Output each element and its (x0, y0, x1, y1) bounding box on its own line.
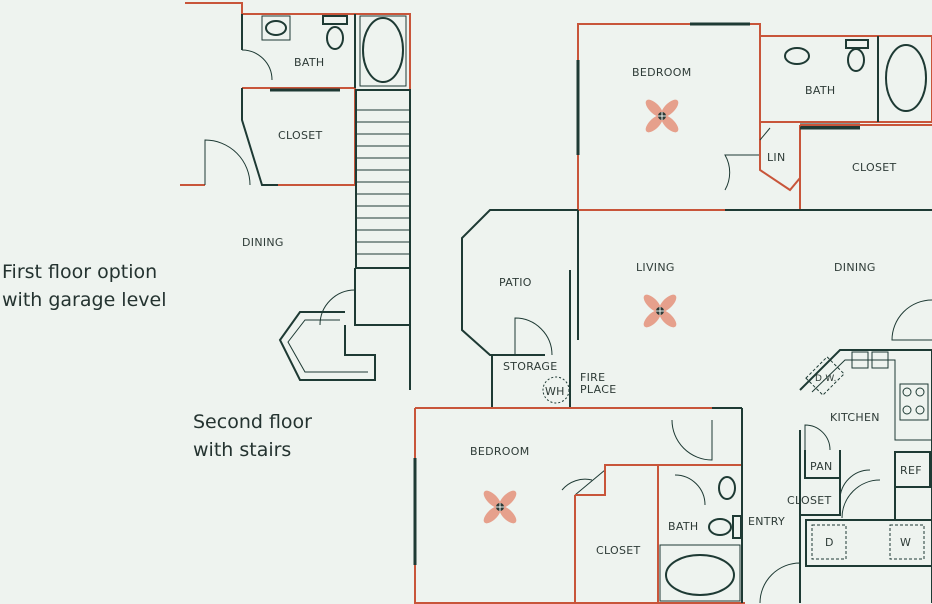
toilet-icon (732, 515, 742, 539)
ref-box (894, 451, 931, 488)
label-lin: LIN (767, 151, 786, 164)
label-living: LIVING (636, 261, 675, 274)
label-wh: WH (545, 385, 565, 398)
toilet-icon (847, 48, 865, 72)
bathtub-icon (665, 554, 735, 596)
patio-wall (461, 209, 578, 356)
label-dw: D.W. (815, 374, 837, 384)
door-swing-icon (561, 478, 593, 491)
toilet-icon (708, 518, 732, 536)
door-swing-icon (759, 562, 801, 604)
second-floor-plan (413, 22, 932, 604)
sink-icon (851, 351, 869, 369)
label-ff-dining: DINING (242, 236, 284, 249)
first-floor-plan (180, 2, 411, 390)
sink-icon (265, 20, 287, 36)
caption-second-floor-line2: with stairs (193, 439, 291, 461)
door-swing-icon (891, 299, 932, 341)
kitchen-lower-wall (894, 487, 932, 521)
door-swing-icon (671, 419, 713, 461)
ceiling-fan-icon (645, 99, 679, 133)
bathtub-icon (659, 544, 741, 602)
label-dryer: D (825, 536, 834, 549)
sink-icon (871, 351, 889, 369)
toilet-icon (845, 39, 869, 49)
ff-closet-wall (241, 88, 278, 186)
label-patio: PATIO (499, 276, 532, 289)
closet-bottom-wall (575, 464, 659, 603)
bathtub-icon (885, 44, 927, 112)
bath-bottom-wall (658, 464, 743, 603)
label-storage: STORAGE (503, 360, 557, 373)
laundry-area (805, 519, 932, 567)
water-heater-icon (542, 376, 570, 404)
ceiling-fan-icon (483, 490, 517, 524)
label-fire: FIRE (580, 371, 605, 384)
bathtub-icon (359, 15, 407, 87)
toilet-icon (322, 15, 348, 25)
ceiling-fan-icon (643, 294, 677, 328)
door-swing-icon (841, 479, 881, 519)
stove-icon (899, 383, 929, 421)
door-swing-icon (759, 127, 771, 141)
label-ref: REF (900, 464, 922, 477)
washer-icon (889, 524, 925, 560)
bath-top-wall (760, 35, 932, 123)
ff-stair-treads (356, 109, 410, 255)
door-swing-icon (839, 469, 871, 501)
door-swing-icon (514, 317, 553, 356)
dryer-icon (811, 524, 847, 560)
label-bath-top: BATH (805, 84, 835, 97)
label-closet-top: CLOSET (852, 161, 897, 174)
kitchen-counter (799, 349, 932, 391)
sink-icon (718, 476, 736, 500)
label-bedroom-top: BEDROOM (632, 66, 692, 79)
caption-first-floor-line1: First floor option (2, 261, 157, 283)
label-closet-bottom: CLOSET (596, 544, 641, 557)
label-entry: ENTRY (748, 515, 785, 528)
ff-stairs (355, 89, 411, 269)
door-swing-icon (804, 424, 831, 451)
ff-lower-wall (354, 268, 410, 326)
door-swing-icon (204, 139, 251, 186)
door-swing-icon (674, 474, 706, 506)
closet-top-wall (799, 178, 932, 211)
label-place: PLACE (580, 383, 616, 396)
label-washer: W (900, 536, 911, 549)
door-swing-icon (319, 289, 356, 326)
label-closet-small: CLOSET (787, 494, 832, 507)
ff-bottom-stair (278, 311, 376, 381)
bathtub-icon (362, 17, 404, 83)
label-bedroom-bottom: BEDROOM (470, 445, 530, 458)
caption-second-floor-line1: Second floor (193, 411, 312, 433)
label-ff-bath: BATH (294, 56, 324, 69)
dishwasher-icon (805, 356, 845, 396)
door-swing-icon (241, 49, 273, 81)
caption-first-floor-line2: with garage level (2, 289, 166, 311)
label-pan: PAN (810, 460, 833, 473)
label-dining: DINING (834, 261, 876, 274)
sink-icon (261, 15, 291, 41)
toilet-icon (326, 26, 344, 50)
label-bath-bottom: BATH (668, 520, 698, 533)
label-kitchen: KITCHEN (830, 411, 880, 424)
sink-icon (784, 47, 810, 65)
kitchen-counter-inner (811, 359, 932, 441)
pantry-box (804, 450, 841, 479)
label-ff-closet: CLOSET (278, 129, 323, 142)
ff-bottom-stair-inner (287, 319, 368, 373)
bedroom-bottom-wall (414, 408, 745, 604)
door-swing-icon (724, 154, 760, 191)
lin-closet-wall (759, 125, 801, 192)
